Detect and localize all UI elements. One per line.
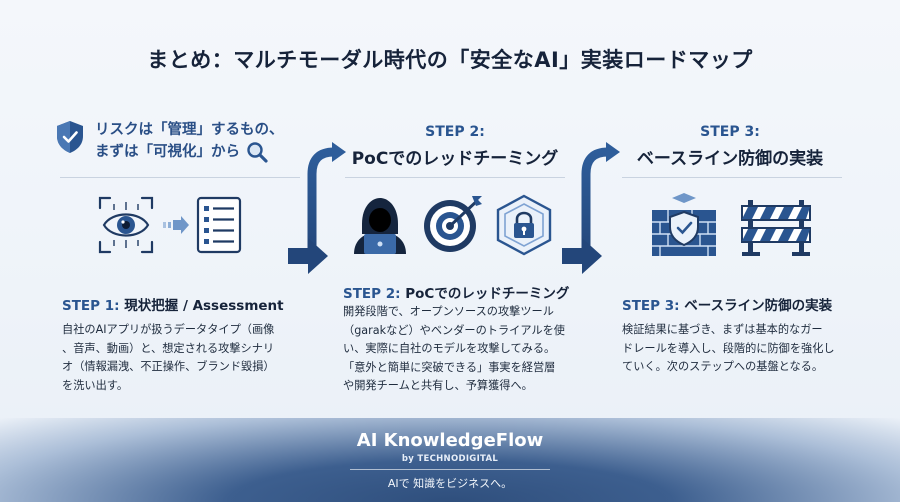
step2-body-line: （garakなど）やベンダーのトライアルを使 (343, 323, 565, 337)
checklist-icon (196, 196, 242, 254)
step3-body-line: 検証結果に基づき、まずは基本的なガー (622, 323, 823, 336)
step3-body-line: ていく。次のステップへの基盤となる。 (622, 360, 824, 373)
step2-name: PoCでのレッドチーミング (400, 286, 570, 302)
step2-body-line: や開発チームと共有し、予算獲得へ。 (343, 379, 533, 392)
divider (345, 177, 565, 178)
brand-divider (350, 469, 550, 470)
step3-number: STEP 3: (622, 298, 680, 314)
step3-body: 検証結果に基づき、まずは基本的なガー ドレールを導入し、段階的に防御を強化し て… (622, 321, 862, 377)
page-title: まとめ：マルチモーダル時代の「安全なAI」実装ロードマップ (147, 48, 753, 72)
step1-title: STEP 1: 現状把握 / Assessment (62, 294, 284, 314)
step1-body: 自社のAIアプリが扱うデータタイプ（画像 、音声、動画）と、想定される攻撃シナリ… (62, 321, 302, 395)
step1-body-line: 自社のAIアプリが扱うデータタイプ（画像 (62, 323, 275, 336)
step2-title: STEP 2: PoCでのレッドチーミング (343, 282, 569, 302)
brand-subtitle: by TECHNODIGITAL (401, 454, 499, 464)
step3-title: STEP 3: ベースライン防御の実装 (622, 294, 832, 314)
step1-name: 現状把握 / Assessment (119, 298, 284, 314)
divider (60, 177, 300, 178)
target-icon (420, 192, 486, 256)
step3-body-line: ドレールを導入し、段階的に防御を強化し (622, 341, 835, 355)
step2-head-title: PoCでのレッドチーミング (351, 149, 559, 169)
step3-head-number: STEP 3: (700, 124, 760, 140)
step2-head-number: STEP 2: (425, 124, 485, 140)
step2-number: STEP 2: (343, 286, 401, 302)
intro-line-2: まずは「可視化」から (95, 143, 240, 160)
intro-line-1: リスクは「管理」するもの、 (95, 122, 284, 138)
step3-header: STEP 3: ベースライン防御の実装 (615, 124, 845, 169)
divider (622, 177, 842, 178)
lock-hexagon-icon (494, 194, 554, 256)
step1-body-line: オ（情報漏洩、不正操作、ブランド毀損） (62, 360, 275, 373)
footer (0, 418, 900, 502)
firewall-shield-icon (648, 192, 720, 258)
intro: リスクは「管理」するもの、 まずは「可視化」から (55, 120, 284, 163)
flow-arrow-1 (288, 140, 348, 280)
flow-arrow-2 (562, 140, 622, 280)
arrow-right-icon (163, 216, 189, 234)
step3-head-title: ベースライン防御の実装 (636, 149, 824, 169)
step2-header: STEP 2: PoCでのレッドチーミング (340, 124, 570, 169)
step2-body-line: 「意外と簡単に突破できる」事実を経営層 (343, 360, 556, 374)
hacker-icon (350, 194, 410, 256)
step2-body-line: 開発段階で、オープンソースの攻撃ツール (343, 305, 554, 318)
step2-body: 開発段階で、オープンソースの攻撃ツール （garakなど）やベンダーのトライアル… (343, 303, 583, 396)
magnifier-icon (246, 141, 268, 163)
brand-name: AI KnowledgeFlow (356, 430, 544, 451)
barricade-icon (740, 198, 812, 256)
step1-number: STEP 1: (62, 298, 120, 314)
shield-icon (55, 120, 85, 154)
step1-body-line: 、音声、動画）と、想定される攻撃シナリ (62, 341, 275, 355)
step2-body-line: い、実際に自社のモデルを攻撃してみる。 (343, 342, 556, 355)
step3-name: ベースライン防御の実装 (679, 298, 833, 314)
tagline: AIで 知識をビジネスへ。 (387, 477, 513, 490)
eye-scan-icon (96, 194, 156, 256)
step1-body-line: を洗い出す。 (62, 378, 129, 392)
